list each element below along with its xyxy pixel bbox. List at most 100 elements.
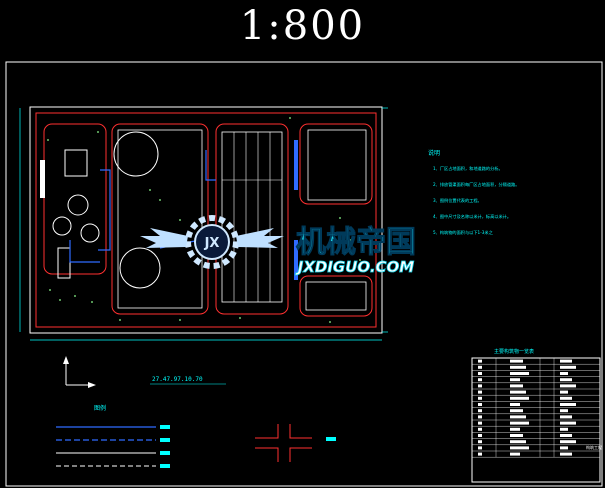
table-cell-mark [478, 415, 482, 419]
tank-circle [52, 216, 72, 236]
table-cell-mark [510, 452, 520, 456]
notes-list: 1、厂区占地面积，和地道路的分析。 2、排放管渠面积每厂区占地面积，分隔道路。 … [433, 165, 519, 236]
landscape-dots [47, 117, 361, 323]
watermark-wings-icon [140, 228, 284, 248]
building-small [64, 149, 88, 177]
note-line: 5、构筑物的面积与以下1-3米之 [433, 229, 494, 236]
clarifier-circle [113, 131, 159, 177]
legend [56, 425, 170, 468]
notes-title: 说明 [428, 149, 440, 157]
table-cell-mark [478, 421, 482, 425]
table-cell-mark [560, 359, 572, 363]
note-line: 1、厂区占地面积，和地道路的分析。 [433, 165, 503, 172]
pipe-line [98, 169, 111, 251]
watermark: JX 机械帝国 JXDIGUO.COM [140, 215, 417, 276]
table-cell-mark [560, 403, 576, 406]
table-cell-mark [510, 403, 520, 406]
table-cell-mark [560, 378, 572, 382]
table-cell-mark [560, 434, 572, 437]
pipe-line [69, 240, 100, 263]
table-cell-mark [510, 365, 526, 369]
legend-swatch [160, 438, 170, 442]
table-cell-mark [478, 440, 482, 444]
scale-title: 1:800 [239, 3, 366, 49]
zone-center-left-inner [117, 129, 203, 309]
table-cell-mark [510, 421, 529, 425]
zone-right-bottom [299, 275, 373, 317]
table-cell-mark [510, 390, 526, 394]
legend-swatch [160, 464, 170, 468]
table-cell-mark [560, 452, 572, 456]
table-cell-mark [478, 390, 482, 394]
table-cell-mark [560, 440, 576, 444]
table-cell-mark [560, 409, 568, 413]
table-cell-mark [560, 446, 568, 450]
legend-title: 图例 [94, 404, 106, 412]
site-fence [35, 112, 377, 328]
table-cell-mark [478, 396, 482, 400]
table-cell-mark [478, 372, 482, 375]
north-arrow-icon [63, 356, 69, 364]
table-cell-mark [510, 359, 523, 363]
note-line: 3、图例位置代表的工程。 [433, 197, 482, 204]
table-cell-mark [510, 378, 520, 382]
table-cell-mark [510, 409, 523, 413]
sheet-frame [5, 61, 603, 487]
table-cell-mark [560, 415, 572, 419]
table-cell-mark [510, 396, 529, 400]
table-cell-mark [510, 434, 523, 437]
table-cell-mark [510, 427, 520, 431]
table-cell-mark [560, 427, 568, 431]
crossroad-symbol [255, 424, 312, 462]
table-footer-label: 构筑工程 [586, 444, 602, 450]
clarifier-circle [119, 247, 161, 289]
table-cell-mark [510, 372, 529, 375]
table-cell-mark [478, 359, 482, 363]
gate-marker [40, 160, 45, 198]
table-cell-mark [478, 378, 482, 382]
table-grid [472, 358, 600, 458]
legend-swatch [326, 437, 336, 441]
tank-circle [67, 194, 89, 216]
building-narrow [57, 247, 71, 279]
table-cell-mark [478, 365, 482, 369]
table-cell-mark [478, 452, 482, 456]
zone-center-left [111, 123, 209, 315]
basin-outline [221, 131, 283, 303]
watermark-brand-cn: 机械帝国 [296, 225, 416, 260]
watermark-brand-en: JXDIGUO.COM [295, 258, 415, 276]
watermark-emblem: JX [204, 236, 220, 251]
legend-swatch [160, 425, 170, 429]
legend-swatch [160, 451, 170, 455]
coordinate-note: 27.47.97.10.70 [152, 376, 203, 383]
table-cell-mark [560, 372, 568, 375]
table-cell-mark [510, 446, 529, 450]
table-cell-mark [478, 434, 482, 437]
east-arrow-icon [88, 382, 96, 388]
zone-center-right [215, 123, 289, 315]
table-cell-mark [478, 403, 482, 406]
table-cell-mark [560, 365, 576, 369]
table-cell-mark [560, 421, 576, 425]
table-cell-mark [560, 384, 576, 388]
table-cell-mark [478, 409, 482, 413]
table-cell-mark [560, 390, 568, 394]
table-cell-mark [510, 415, 526, 419]
table-cell-mark [560, 396, 572, 400]
site-boundary [29, 106, 383, 334]
watermark-gear-icon: JX [185, 215, 239, 269]
pipe-vertical [294, 240, 298, 280]
table-cell-mark [478, 446, 482, 450]
note-line: 2、排放管渠面积每厂区占地面积，分隔道路。 [433, 181, 519, 188]
building-right-bottom [305, 281, 367, 311]
table-cell-mark [510, 384, 523, 388]
note-line: 4、图中尺寸及名称以米计，标高以米计。 [433, 213, 511, 220]
building-right-top [307, 129, 367, 201]
table-title: 主要构筑物一览表 [494, 348, 534, 355]
table-cell-mark [478, 427, 482, 431]
pipe-vertical [294, 140, 298, 190]
pipe-line [205, 150, 216, 181]
tank-circle [80, 223, 100, 243]
